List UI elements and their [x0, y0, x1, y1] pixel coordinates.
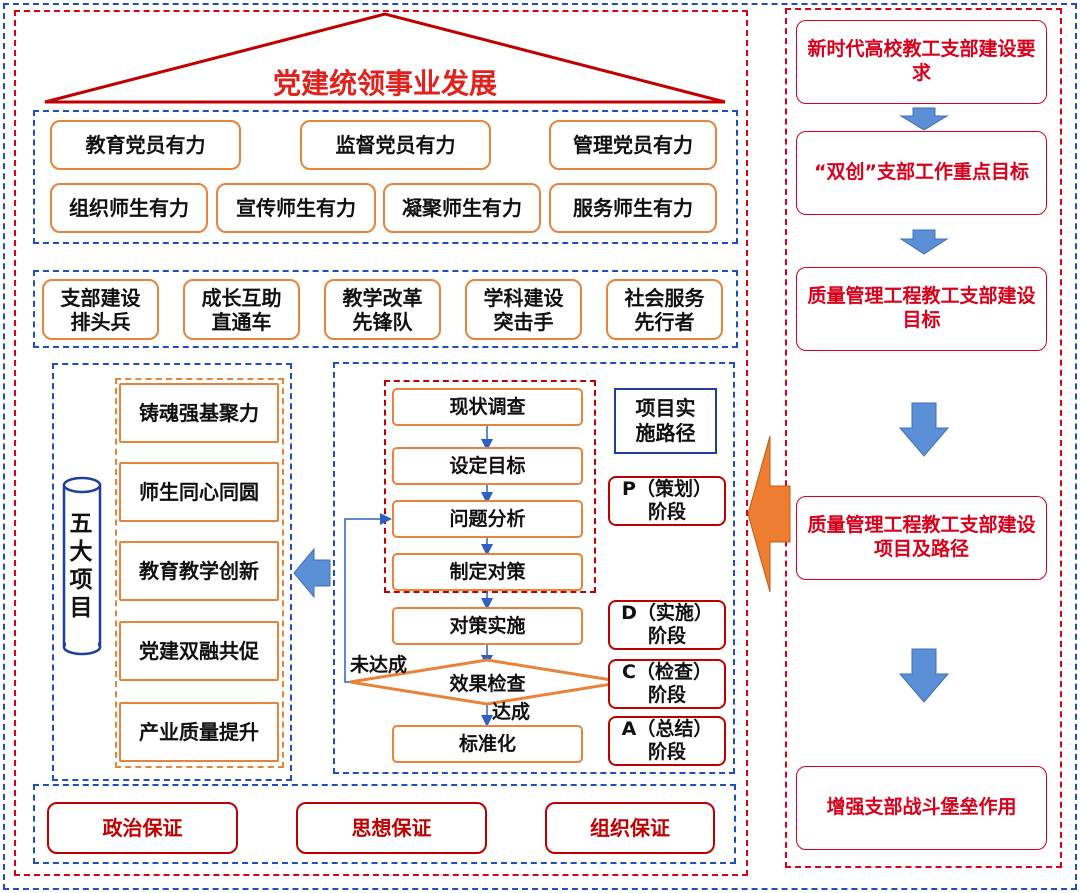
cylinder-icon [62, 476, 102, 656]
pdca-step: 制定对策 [392, 553, 583, 591]
down-arrow-icon [899, 229, 949, 255]
five-projects-section [52, 363, 292, 781]
guarantee-item: 思想保证 [296, 802, 487, 854]
outer-frame [3, 3, 1077, 890]
main-panel-frame [14, 10, 748, 876]
side-panel-frame [785, 8, 1062, 868]
plan-stage-frame [384, 380, 596, 593]
project-item: 党建双融共促 [119, 621, 279, 681]
down-arrow-icon [898, 402, 950, 457]
empower-item: 教育党员有力 [50, 120, 241, 170]
project-item: 师生同心同圆 [119, 462, 279, 522]
pdca-step: 现状调查 [392, 388, 583, 426]
pdca-connectors [344, 425, 625, 727]
empower-item: 服务师生有力 [549, 183, 717, 233]
left-arrow-icon [293, 547, 331, 599]
project-item: 铸魂强基聚力 [119, 383, 279, 443]
pdca-step: 问题分析 [392, 500, 583, 538]
empower-section [33, 110, 738, 244]
brand-item: 成长互助 直通车 [183, 279, 300, 340]
empower-item: 监督党员有力 [300, 120, 491, 170]
side-step: “双创”支部工作重点目标 [796, 131, 1047, 215]
down-arrow-icon [899, 107, 949, 131]
side-step: 增强支部战斗堡垒作用 [796, 766, 1047, 850]
path-label: 项目实 施路径 [614, 388, 717, 454]
guarantee-section [33, 784, 736, 864]
met-label: 达成 [492, 701, 531, 723]
check-diamond [349, 658, 625, 706]
phase-a: A（总结） 阶段 [608, 716, 726, 766]
phase-c: C（检查） 阶段 [608, 659, 726, 709]
project-item: 教育教学创新 [119, 541, 279, 601]
five-projects-label: 五大项目 [69, 511, 93, 621]
pdca-step-final: 标准化 [392, 725, 583, 763]
pdca-step: 对策实施 [392, 607, 583, 645]
guarantee-item: 组织保证 [545, 802, 715, 854]
empower-item: 宣传师生有力 [216, 183, 376, 233]
brand-item: 学科建设 突击手 [465, 279, 582, 340]
side-step: 质量管理工程教工支部建设项目及路径 [796, 496, 1047, 580]
pdca-step: 设定目标 [392, 447, 583, 485]
not-met-label: 未达成 [350, 654, 408, 676]
phase-d: D（实施） 阶段 [608, 600, 726, 650]
page-title: 党建统领事业发展 [272, 67, 497, 100]
brand-item: 社会服务 先行者 [606, 279, 723, 340]
empower-item: 管理党员有力 [549, 120, 717, 170]
empower-item: 凝聚师生有力 [383, 183, 541, 233]
brand-item: 支部建设 排头兵 [42, 279, 159, 340]
pdca-section [333, 362, 735, 774]
side-step: 质量管理工程教工支部建设目标 [796, 267, 1047, 351]
brand-item: 教学改革 先锋队 [324, 279, 441, 340]
big-left-arrow-icon [747, 435, 791, 593]
empower-item: 组织师生有力 [50, 183, 208, 233]
roof-triangle [44, 12, 726, 104]
phase-p: P（策划） 阶段 [608, 476, 726, 526]
five-projects-list-frame [115, 378, 284, 768]
side-step: 新时代高校教工支部建设要求 [796, 20, 1047, 104]
project-item: 产业质量提升 [119, 702, 279, 762]
brand-section [33, 270, 738, 348]
down-arrow-icon [898, 648, 950, 703]
check-label: 效果检查 [449, 673, 526, 695]
guarantee-item: 政治保证 [47, 802, 238, 854]
